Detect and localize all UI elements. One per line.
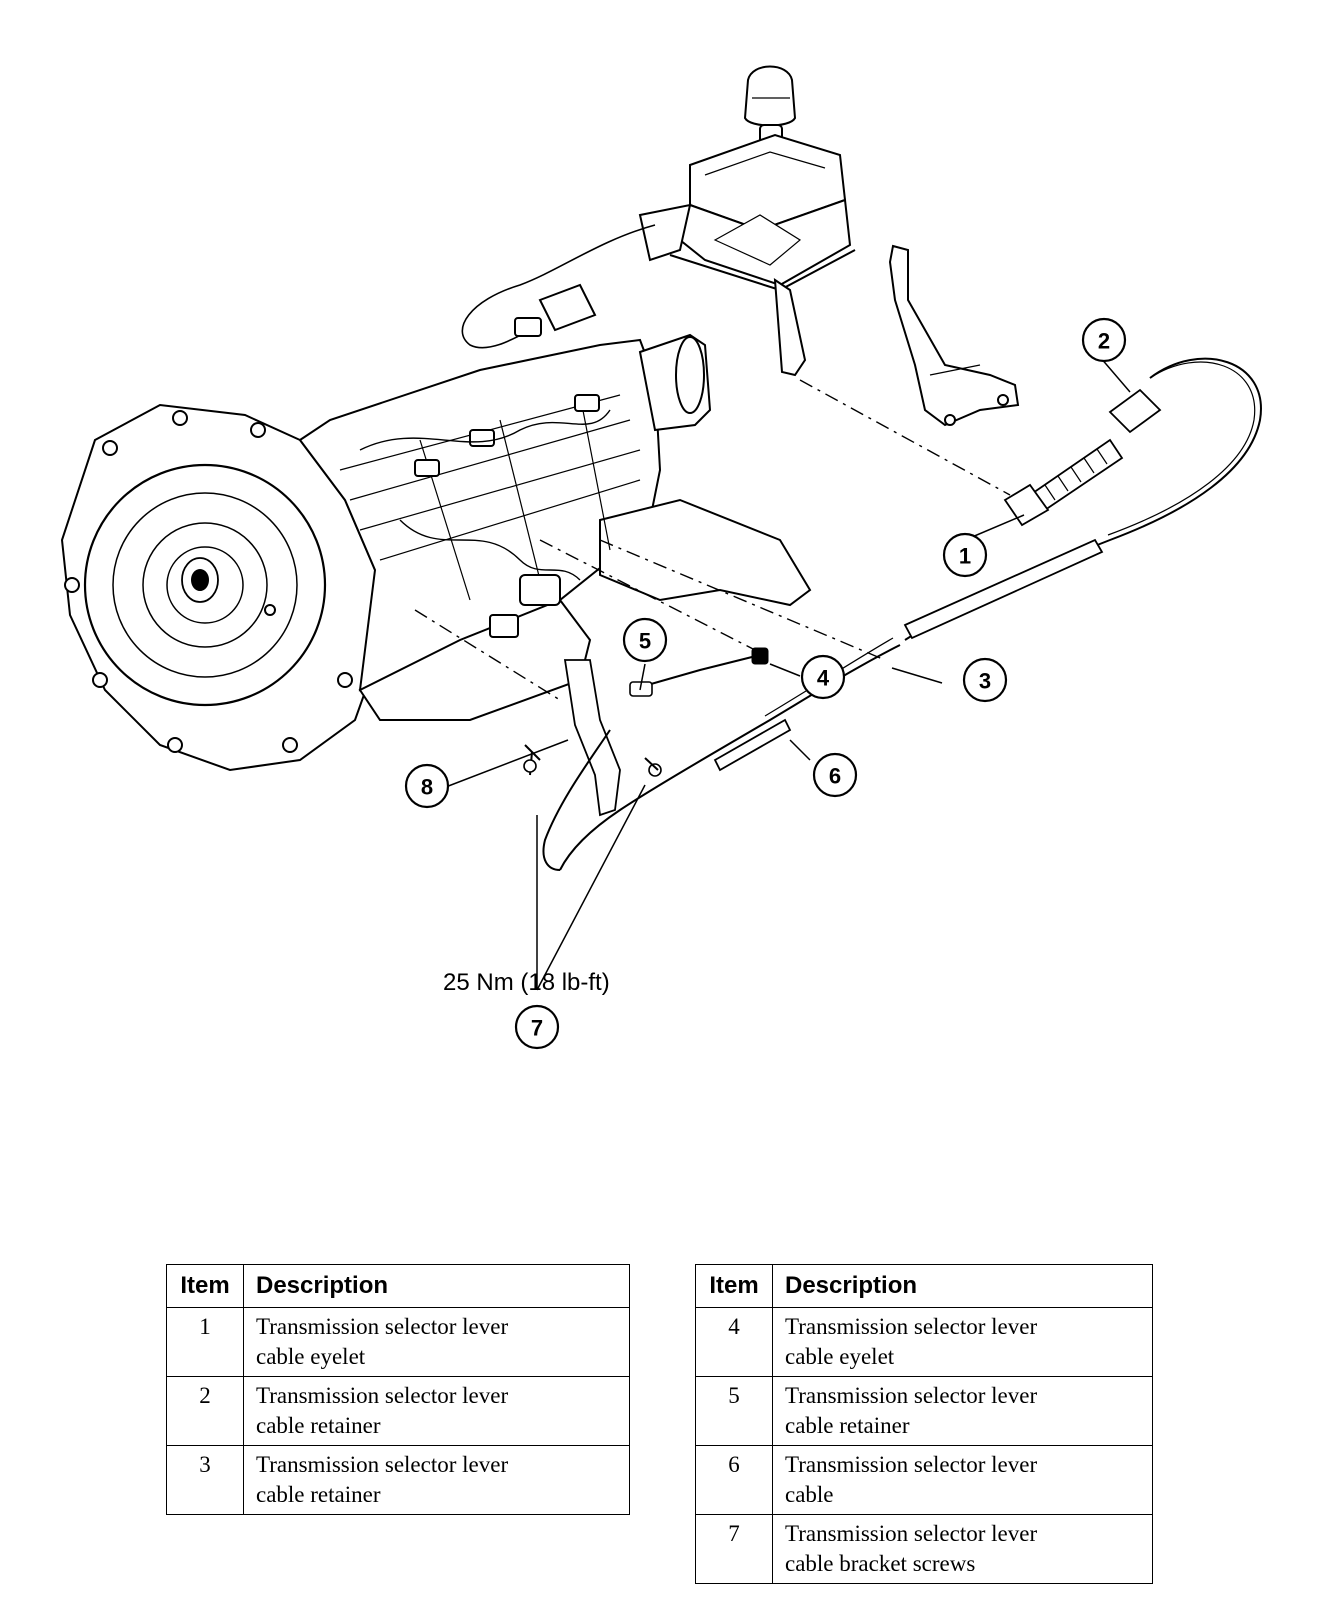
table-row: 2 Transmission selector lever cable reta…: [166, 1376, 630, 1446]
table-row: 7 Transmission selector lever cable brac…: [695, 1514, 1153, 1584]
header-item: Item: [166, 1264, 244, 1308]
item-description: Transmission selector lever cable: [772, 1445, 1153, 1515]
description-line: Transmission selector lever: [256, 1314, 509, 1339]
legend-table-left: Item Description 1 Transmission selector…: [166, 1264, 630, 1515]
description-line: Transmission selector lever: [785, 1383, 1038, 1408]
svg-text:8: 8: [421, 775, 433, 800]
item-number: 1: [166, 1307, 244, 1377]
table-row: 4 Transmission selector lever cable eyel…: [695, 1307, 1153, 1377]
callout-6: 6: [812, 752, 858, 798]
callout-5: 5: [622, 617, 668, 663]
table-row: 1 Transmission selector lever cable eyel…: [166, 1307, 630, 1377]
callout-8: 8: [404, 763, 450, 809]
exploded-view-diagram: 1 2 3 4 5 6 7 8 25 Nm (18 lb-ft): [60, 65, 1262, 1050]
table-row: 5 Transmission selector lever cable reta…: [695, 1376, 1153, 1446]
header-description: Description: [243, 1264, 630, 1308]
table-row: 6 Transmission selector lever cable: [695, 1445, 1153, 1515]
description-line: cable eyelet: [785, 1344, 895, 1369]
callout-7: 7: [514, 1004, 560, 1050]
description-line: Transmission selector lever: [256, 1452, 509, 1477]
item-description: Transmission selector lever cable eyelet: [243, 1307, 630, 1377]
item-number: 4: [695, 1307, 773, 1377]
item-description: Transmission selector lever cable retain…: [243, 1445, 630, 1515]
item-description: Transmission selector lever cable eyelet: [772, 1307, 1153, 1377]
item-number: 5: [695, 1376, 773, 1446]
description-line: cable retainer: [256, 1413, 381, 1438]
svg-text:1: 1: [959, 544, 971, 569]
item-number: 3: [166, 1445, 244, 1515]
description-line: Transmission selector lever: [785, 1314, 1038, 1339]
shifter-assembly: [461, 65, 1020, 427]
svg-text:7: 7: [531, 1016, 543, 1041]
table-row: 3 Transmission selector lever cable reta…: [166, 1445, 630, 1515]
alignment-lines: [414, 379, 1011, 701]
transmission-assembly: [60, 333, 812, 772]
leader-lines: [437, 356, 1131, 991]
legend-table-right: Item Description 4 Transmission selector…: [695, 1264, 1153, 1584]
item-number: 7: [695, 1514, 773, 1584]
item-description: Transmission selector lever cable retain…: [243, 1376, 630, 1446]
item-number: 6: [695, 1445, 773, 1515]
legend-header-row: Item Description: [695, 1264, 1153, 1308]
svg-text:6: 6: [829, 764, 841, 789]
callout-3: 3: [962, 657, 1008, 703]
header-description: Description: [772, 1264, 1153, 1308]
description-line: Transmission selector lever: [256, 1383, 509, 1408]
description-line: cable retainer: [256, 1482, 381, 1507]
description-line: Transmission selector lever: [785, 1521, 1038, 1546]
description-line: cable retainer: [785, 1413, 910, 1438]
torque-spec-label: 25 Nm (18 lb-ft): [443, 969, 610, 996]
item-description: Transmission selector lever cable retain…: [772, 1376, 1153, 1446]
item-number: 2: [166, 1376, 244, 1446]
callout-1: 1: [942, 532, 988, 578]
svg-text:4: 4: [817, 666, 830, 691]
svg-text:2: 2: [1098, 329, 1110, 354]
header-item: Item: [695, 1264, 773, 1308]
legend-header-row: Item Description: [166, 1264, 630, 1308]
description-line: cable eyelet: [256, 1344, 366, 1369]
svg-text:5: 5: [639, 629, 651, 654]
description-line: Transmission selector lever: [785, 1452, 1038, 1477]
callout-4: 4: [800, 654, 846, 700]
selector-cable: [523, 357, 1262, 871]
description-line: cable: [785, 1482, 834, 1507]
svg-text:3: 3: [979, 669, 991, 694]
item-description: Transmission selector lever cable bracke…: [772, 1514, 1153, 1584]
callout-2: 2: [1081, 317, 1127, 363]
description-line: cable bracket screws: [785, 1551, 976, 1576]
